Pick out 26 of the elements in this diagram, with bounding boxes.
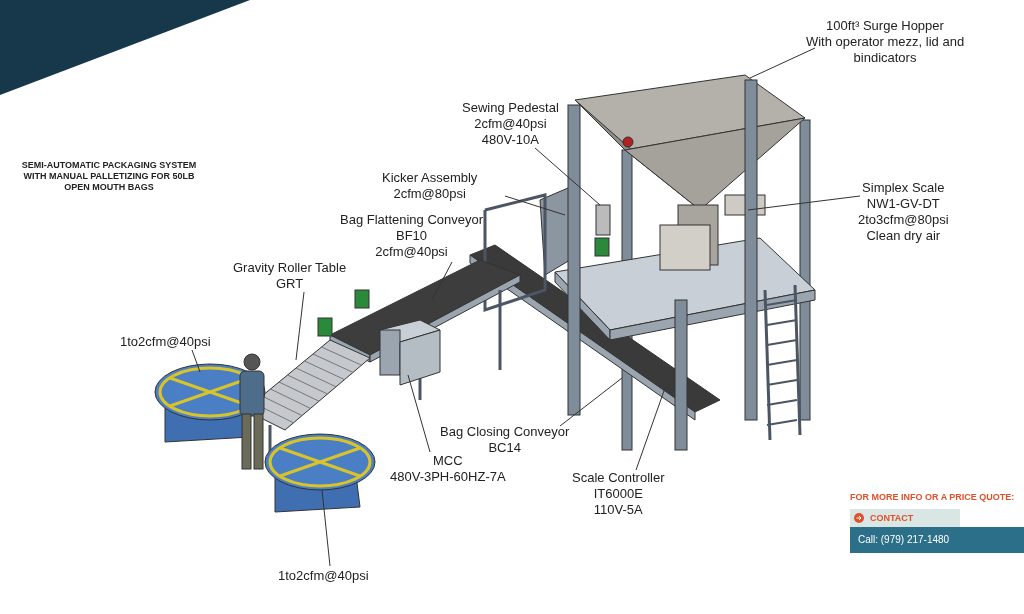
leader-line (534, 147, 601, 206)
callout-label: Simplex Scale NW1-GV-DT 2to3cfm@80psi Clean dry air (858, 180, 949, 244)
note-text: FOR MORE INFO OR A PRICE QUOTE: (850, 492, 1015, 502)
callout-label: Gravity Roller Table GRT (233, 260, 347, 292)
callout-label: Scale Controller IT6000E 110V-5A (572, 470, 665, 518)
leader-line (295, 291, 305, 361)
callout-label: Bag Closing Conveyor BC14 (440, 424, 570, 456)
leader-line (321, 489, 331, 567)
callout-label: 1to2cfm@40psi (278, 568, 369, 584)
callout-label: Kicker Assembly 2cfm@80psi (382, 170, 478, 202)
callout-label: 1to2cfm@40psi (120, 334, 211, 350)
callout-label: Bag Flattening Conveyor BF10 2cfm@40psi (340, 212, 484, 260)
callout-label: Sewing Pedestal 2cfm@40psi 480V-10A (462, 100, 559, 148)
leader-line (431, 261, 453, 301)
leader-line (504, 195, 566, 216)
leader-line (191, 349, 201, 373)
leader-line (749, 47, 816, 79)
leader-line (747, 195, 861, 211)
leader-line (407, 374, 431, 453)
callout-label: 100ft³ Surge Hopper With operator mezz, lid and bindicators (800, 18, 970, 66)
phone-number: Call: (979) 217-1480 (858, 534, 950, 545)
leader-line (559, 377, 623, 427)
callout-label: MCC 480V-3PH-60HZ-7A (390, 453, 506, 485)
contact-button: CONTACT (850, 509, 960, 527)
title-text: SEMI-AUTOMATIC PACKAGING SYSTEM WITH MANUAL PALLETIZING FOR 50LB OPEN MOUTH BAGS (20, 160, 198, 193)
leader-line (635, 387, 666, 471)
